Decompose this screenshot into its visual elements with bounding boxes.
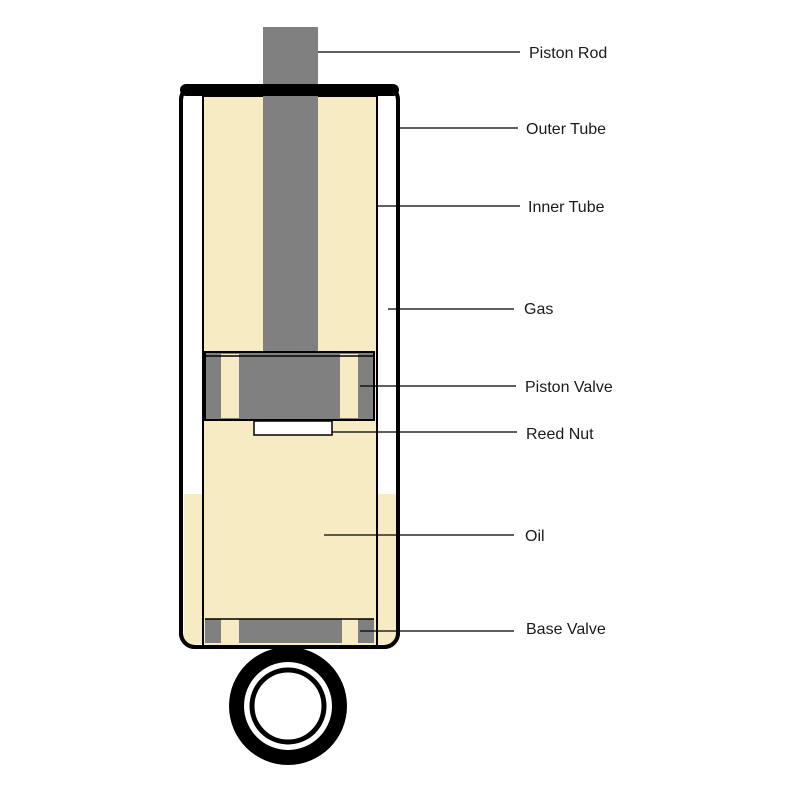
label-reed-nut: Reed Nut xyxy=(526,426,594,443)
piston-valve-port-right xyxy=(340,354,358,418)
piston-rod-top xyxy=(263,27,318,89)
piston-valve-port-left xyxy=(221,354,239,418)
piston-rod xyxy=(263,96,318,354)
outer-tube-outline xyxy=(179,84,400,649)
base-valve-port-right xyxy=(342,619,358,643)
mounting-eye-inner xyxy=(244,662,332,750)
label-base-valve: Base Valve xyxy=(526,621,606,638)
label-outer-tube: Outer Tube xyxy=(526,121,606,138)
base-valve-port-left xyxy=(221,619,239,643)
gap-oil-right xyxy=(377,494,396,644)
label-piston-rod: Piston Rod xyxy=(529,45,607,62)
label-gas: Gas xyxy=(524,301,553,318)
label-oil: Oil xyxy=(525,528,545,545)
reed-nut xyxy=(253,420,333,436)
gap-oil-left xyxy=(184,494,203,644)
label-piston-valve: Piston Valve xyxy=(525,379,613,396)
mounting-eye-hole xyxy=(249,667,327,745)
label-inner-tube: Inner Tube xyxy=(528,199,605,216)
